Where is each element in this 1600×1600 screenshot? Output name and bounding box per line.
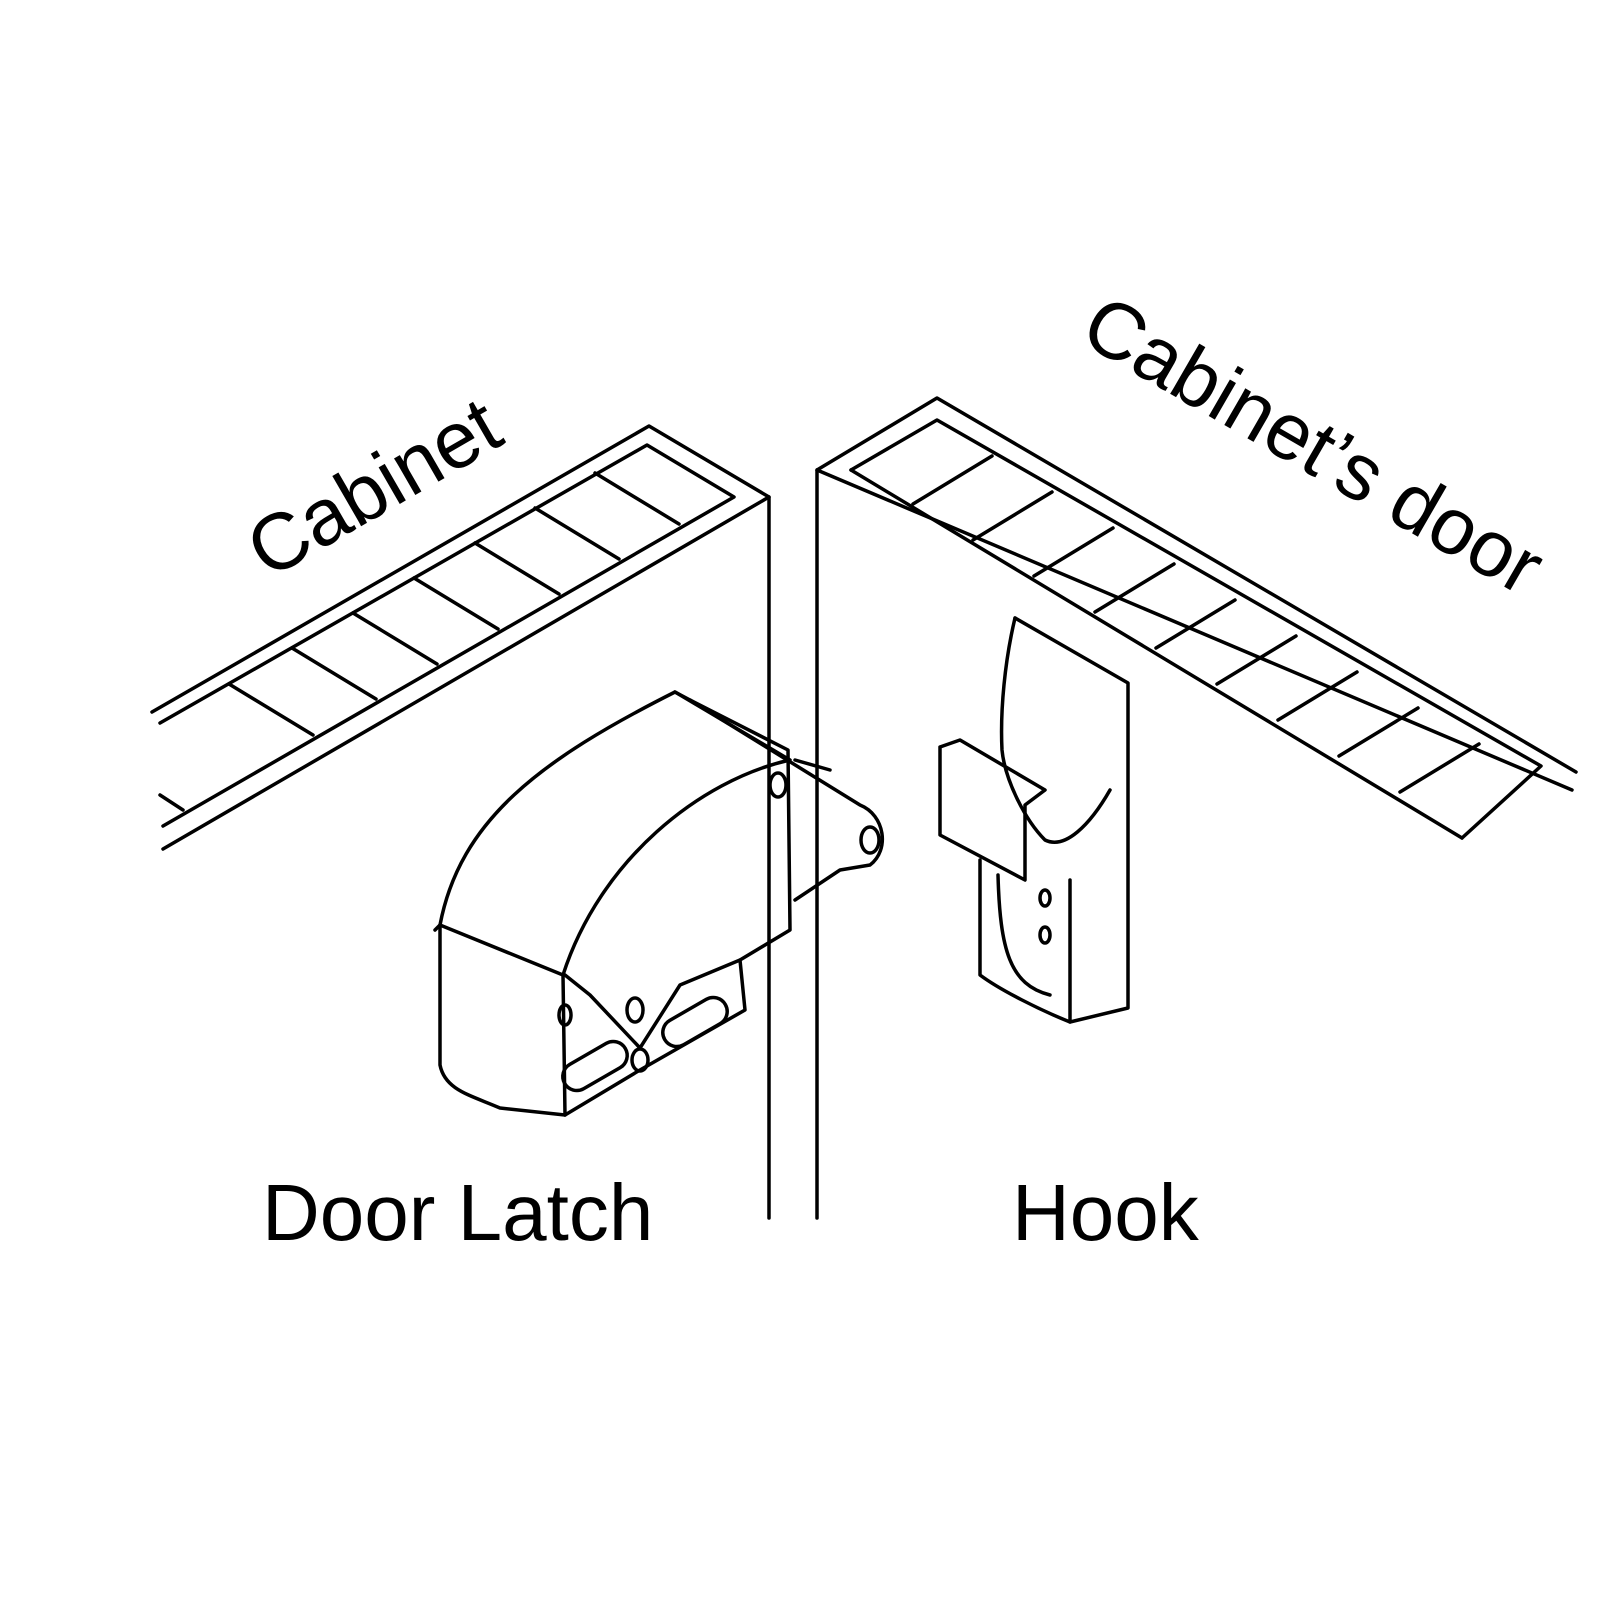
hook-inner-slot: [996, 873, 1052, 997]
latch-body-corner: [433, 923, 442, 932]
latch-hole-3: [630, 1047, 650, 1073]
latch-body: [438, 923, 567, 1117]
door-rim-dividers: [911, 454, 1481, 794]
door-inner-rim: [849, 418, 1543, 840]
hook-illustration: [938, 616, 1130, 1024]
label-door-latch: Door Latch: [262, 1168, 653, 1257]
cabinet-rim-stub: [158, 793, 185, 812]
cabinet-front-edge: [161, 495, 771, 851]
latch-hole-1: [557, 1003, 573, 1027]
cabinet-rim-dividers: [227, 471, 681, 737]
door-outer-edge: [815, 396, 1578, 1220]
cabinet-outer-edge: [150, 424, 771, 1220]
latch-notch: [563, 958, 742, 1050]
latch-arm: [688, 698, 885, 902]
hook-hole-1: [1038, 888, 1052, 908]
hook-curve: [999, 616, 1112, 844]
latch-pivot: [859, 825, 881, 855]
hook-tongue: [938, 738, 1047, 882]
cabinet-panel: [150, 424, 771, 1220]
door-latch-illustration: [433, 690, 885, 1117]
door-rim-lower: [849, 468, 1464, 840]
latch-hole-top: [768, 771, 788, 799]
latch-arm-detail: [793, 758, 832, 772]
hook-hole-2: [1038, 925, 1052, 945]
latch-slot-upper: [661, 995, 729, 1049]
cabinet-inner-rim: [158, 443, 736, 828]
label-hook: Hook: [1012, 1168, 1200, 1257]
cabinet-door-panel: [815, 396, 1578, 1220]
label-cabinet-door: Cabinet’s door: [1069, 278, 1559, 612]
latch-slot-lower: [561, 1039, 629, 1093]
label-cabinet: Cabinet: [232, 380, 515, 595]
latch-cover: [438, 690, 792, 977]
latch-hole-2: [625, 996, 645, 1024]
hook-back-plate: [978, 616, 1130, 1024]
